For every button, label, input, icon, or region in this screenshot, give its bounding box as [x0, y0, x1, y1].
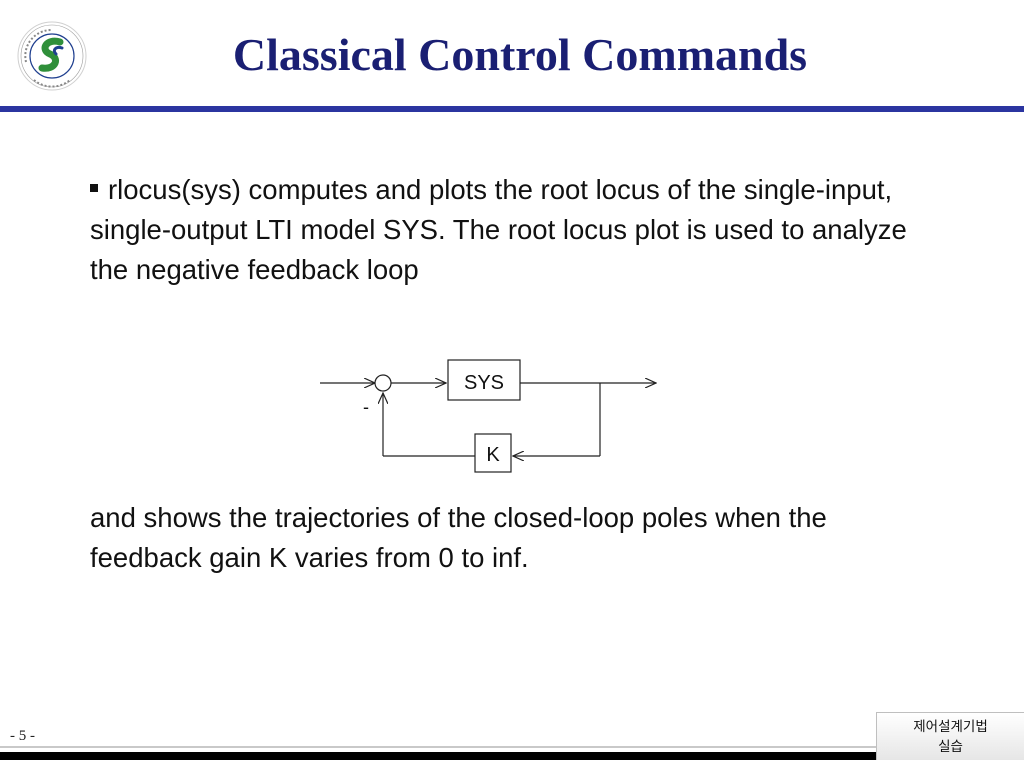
course-title-line1: 제어설계기법 — [913, 719, 988, 735]
slide-title: Classical Control Commands — [232, 29, 808, 80]
bullet-paragraph: rlocus(sys) computes and plots the root … — [90, 170, 920, 290]
feedback-block-diagram: SYS K - — [320, 359, 680, 473]
page-number: - 5 - — [10, 728, 35, 744]
sys-block — [447, 359, 521, 401]
footer-thin-rule — [0, 746, 876, 748]
sys-label: SYS — [464, 372, 504, 394]
university-logo-icon — [17, 21, 87, 91]
square-bullet-icon — [90, 183, 98, 192]
footer-thick-rule — [0, 752, 1024, 760]
closing-paragraph: and shows the trajectories of the closed… — [90, 502, 827, 573]
summing-junction — [374, 374, 392, 392]
minus-sign: - — [363, 397, 369, 417]
paragraph-text: rlocus(sys) computes and plots the root … — [90, 174, 907, 285]
course-title-line2: 실습 — [938, 739, 963, 755]
course-title-box: 제어설계기법 실습 — [876, 712, 1024, 760]
k-label: K — [486, 444, 500, 466]
title-divider — [0, 106, 1024, 112]
k-block — [474, 433, 512, 473]
